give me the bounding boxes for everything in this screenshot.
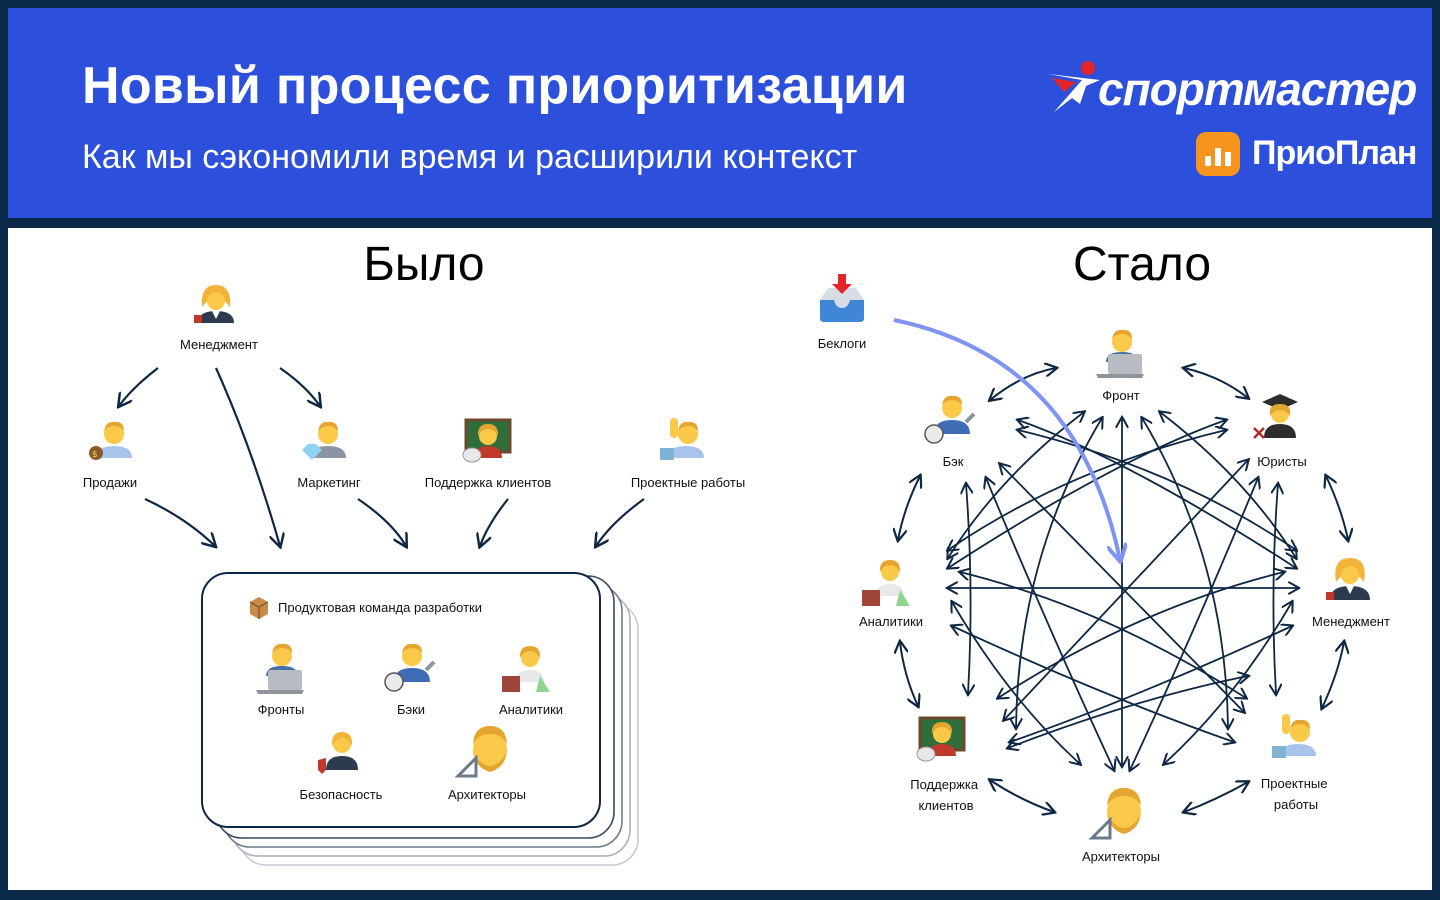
link-analytics-legal	[948, 420, 1226, 568]
technologist-icon	[1096, 329, 1144, 378]
backlog-node: Беклоги	[818, 274, 867, 351]
prioplan-logo: ПриоПлан	[1196, 132, 1426, 182]
svg-text:$: $	[92, 450, 98, 460]
ring-legal-management	[1326, 476, 1348, 540]
ring-management-projects	[1322, 642, 1344, 708]
source-projects: Проектные работы	[631, 418, 745, 490]
security-officer-icon	[318, 732, 358, 774]
man-sales-icon: $	[89, 421, 132, 460]
support-line-1: Поддержка	[910, 777, 979, 792]
member-frontend-label: Фронты	[258, 702, 305, 717]
management-node: Менеджмент	[180, 285, 258, 352]
brand-name: спортмастер	[1098, 63, 1417, 115]
arrow-projects-team	[596, 498, 645, 546]
back-label: Бэк	[943, 454, 964, 469]
legal-label: Юристы	[1257, 454, 1306, 469]
man-marketing-icon	[302, 421, 346, 460]
marketing-label: Маркетинг	[297, 475, 360, 490]
source-support: Поддержка клиентов	[425, 418, 552, 490]
support-line-2: клиентов	[918, 798, 973, 813]
backend-developer-icon	[384, 643, 436, 692]
node-back: Бэк	[922, 392, 982, 469]
node-legal: Юристы	[1252, 392, 1308, 469]
node-projects: Проектные работы	[1261, 712, 1331, 812]
source-marketing: Маркетинг	[297, 421, 361, 490]
member-architects-label: Архитекторы	[448, 787, 526, 802]
backlog-label: Беклоги	[818, 336, 867, 351]
bar-chart-icon	[1196, 132, 1240, 176]
member-security-label: Безопасность	[300, 787, 383, 802]
man-raising-hand-icon	[1272, 714, 1316, 758]
before-arrows	[119, 367, 645, 546]
ring-front-legal	[1184, 368, 1248, 398]
product-name: ПриоПлан	[1252, 134, 1417, 172]
process-diagram: Было Менеджмент $ Продажи Маркетинг	[83, 238, 1390, 866]
link-management-back	[1018, 420, 1296, 568]
member-analytics-label: Аналитики	[499, 702, 563, 717]
running-man-icon	[1048, 61, 1100, 112]
man-raising-hand-icon	[660, 418, 704, 460]
woman-manager-icon	[194, 285, 234, 323]
arrow-support-team	[480, 498, 509, 546]
sales-label: Продажи	[83, 475, 137, 490]
architects-ring-label: Архитекторы	[1082, 849, 1160, 864]
ring-projects-architects	[1184, 782, 1248, 812]
analytics-ring-label: Аналитики	[859, 614, 923, 629]
link-back-support	[966, 484, 971, 694]
backlog-flow-arrow	[893, 318, 1120, 560]
management-label: Менеджмент	[180, 337, 258, 352]
projects-ring-label: Проектные работы	[1261, 776, 1331, 812]
frontend-developer-icon	[256, 643, 304, 694]
graduate-icon	[1253, 394, 1298, 439]
node-front: Фронт	[1086, 328, 1158, 403]
page-title: Новый процесс приоритизации	[82, 57, 908, 115]
link-support-projects	[1008, 676, 1248, 748]
product-team-stack: Продуктовая команда разработки Фронты Бэ…	[201, 572, 639, 866]
communication-web	[948, 412, 1298, 770]
ring-support-analytics	[900, 642, 918, 706]
link-legal-projects	[1273, 484, 1278, 694]
management-ring-label: Менеджмент	[1312, 614, 1390, 629]
arrow-marketing-team	[357, 498, 406, 546]
source-sales: $ Продажи	[83, 421, 137, 490]
architect-icon	[1088, 788, 1141, 840]
projects-line-2: работы	[1274, 797, 1318, 812]
arrow-sales-team	[144, 498, 215, 546]
architect-icon	[454, 726, 507, 778]
arrow-mgmt-team	[214, 367, 280, 546]
sportmaster-logo: спортмастер	[1046, 58, 1417, 118]
node-analytics: Аналитики	[858, 554, 923, 629]
ring-analytics-back	[898, 476, 920, 540]
woman-manager-icon	[1326, 558, 1370, 600]
package-icon	[249, 597, 269, 619]
member-backend-label: Бэки	[397, 702, 425, 717]
link-legal-architects	[1130, 478, 1258, 770]
ring-architects-support	[990, 780, 1054, 812]
projects-label: Проектные работы	[631, 475, 745, 490]
woman-teacher-icon	[916, 716, 966, 762]
analyst-scientist-icon	[862, 560, 910, 606]
front-label: Фронт	[1102, 388, 1140, 403]
node-management: Менеджмент	[1312, 554, 1390, 629]
node-support: Поддержка клиентов	[910, 714, 981, 813]
comparison-canvas: Было Менеджмент $ Продажи Маркетинг	[8, 228, 1432, 890]
node-architects: Архитекторы	[1082, 784, 1160, 864]
inbox-tray-icon	[820, 274, 864, 322]
ring-back-front	[990, 368, 1056, 400]
woman-teacher-icon	[462, 418, 512, 463]
page-subtitle: Как мы сэкономили время и расширили конт…	[82, 138, 858, 176]
support-ring-label: Поддержка клиентов	[910, 777, 981, 813]
support-label: Поддержка клиентов	[425, 475, 552, 490]
arrow-mgmt-sales	[119, 367, 159, 406]
before-heading: Было	[363, 238, 484, 291]
team-title: Продуктовая команда разработки	[278, 600, 482, 615]
after-heading: Стало	[1073, 238, 1211, 291]
header-banner: Новый процесс приоритизации Как мы сэкон…	[8, 8, 1432, 218]
arrow-mgmt-marketing	[279, 367, 320, 406]
analyst-scientist-icon	[502, 646, 550, 692]
mechanic-icon	[924, 395, 976, 444]
projects-line-1: Проектные	[1261, 776, 1328, 791]
